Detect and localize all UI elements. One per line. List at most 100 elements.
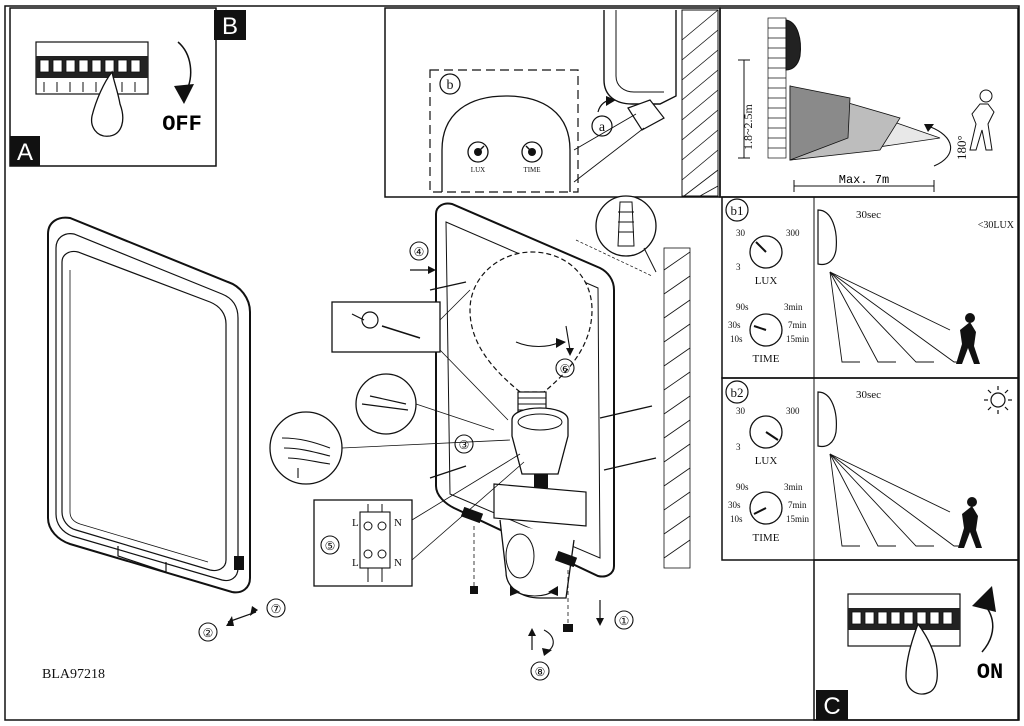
terminal-block-icon xyxy=(359,511,391,569)
holder-base-icon xyxy=(534,474,548,488)
sensor-head-icon xyxy=(627,99,665,131)
step-8: ⑧ xyxy=(535,665,546,679)
wall-section xyxy=(681,9,719,197)
panel-a-tag: A xyxy=(17,139,33,166)
distance-label: Max. 7m xyxy=(839,173,889,187)
b2-time-tick-2: 30s xyxy=(728,500,741,510)
exploded-installation-view: ⑥ ① ⑧ ④ xyxy=(269,195,691,681)
panel-detection-range: 1.8~2.5m 180° Max. 7m xyxy=(719,7,1019,198)
mark-a-circle xyxy=(591,115,613,137)
bulb-icon xyxy=(469,251,593,393)
panel-a-frame xyxy=(9,7,217,167)
lamp-mounted-icon xyxy=(785,19,801,71)
wires-icon xyxy=(281,437,331,478)
panel-b-tag: B xyxy=(222,13,238,40)
b1-time-tick-5: 7min xyxy=(788,320,807,330)
mark-b-circle xyxy=(439,73,461,95)
b1-time-tick-3: 90s xyxy=(736,302,749,312)
panel-b-tag-box xyxy=(214,10,246,40)
brick-wall-icon xyxy=(767,17,787,159)
hand-icon-c xyxy=(905,622,938,695)
model-code: BLA97218 xyxy=(42,667,105,682)
lamp-front-view: BLA97218 ② ⑦ xyxy=(42,216,286,682)
hand-icon xyxy=(90,70,124,137)
arrow-head-icon-c xyxy=(972,586,996,612)
b1-person-icon xyxy=(956,322,980,364)
lamp-side-view xyxy=(603,10,677,105)
terminal-n-bottom: N xyxy=(394,557,402,569)
step-4: ④ xyxy=(414,245,425,259)
b1-lamp-icon xyxy=(817,209,837,266)
lux-dial-label: LUX xyxy=(471,166,485,174)
wall-plug-icon xyxy=(617,201,635,247)
clip-left-icon xyxy=(460,506,484,524)
b2-lux-tick-low: 3 xyxy=(736,442,741,452)
range-frame xyxy=(719,7,1019,198)
panel-c-tag-box xyxy=(816,690,848,720)
sensor-housing xyxy=(441,95,571,192)
b1-time-tick-2: 30s xyxy=(728,320,741,330)
b2-time-tick-4: 3min xyxy=(784,482,803,492)
sun-icon xyxy=(984,386,1012,414)
b2-lux-tick-mid: 30 xyxy=(736,406,746,416)
b1-beams-icon xyxy=(829,271,962,363)
b2-time-tick-5: 7min xyxy=(788,500,807,510)
diffuser-panel xyxy=(61,250,227,572)
circuit-breaker-icon xyxy=(35,41,149,95)
wall-right xyxy=(663,247,691,569)
b2-time-tick-6: 15min xyxy=(786,514,810,524)
on-label: ON xyxy=(977,660,1003,685)
wire-detail xyxy=(269,411,343,485)
panel-c-frame xyxy=(813,559,1019,721)
person-icon xyxy=(969,103,995,151)
wall-hatch xyxy=(681,9,719,197)
sensor-bracket xyxy=(493,483,587,527)
time-dial-label: TIME xyxy=(523,166,540,174)
b2-time-tick-1: 10s xyxy=(730,514,743,524)
b1-lux-tick-high: 300 xyxy=(786,228,800,238)
b2-lux-label: LUX xyxy=(755,455,778,467)
sensor-window-icon xyxy=(234,556,244,570)
b1-lux-label: LUX xyxy=(755,275,778,287)
sensor-detail-frame xyxy=(384,7,721,198)
panel-sensor-detail: b LUX TIME a xyxy=(384,7,721,198)
panel-c-tag: C xyxy=(823,693,840,720)
b1-time-tick-6: 15min xyxy=(786,334,810,344)
b2-lamp-icon xyxy=(817,391,837,448)
screw-bottom-right xyxy=(563,624,573,632)
b2-time-tick-3: 90s xyxy=(736,482,749,492)
off-label: OFF xyxy=(162,112,202,137)
panel-mode-b2: b2 3 30 300 LUX 10s 30s 90s 3min 7min 15… xyxy=(721,377,1019,561)
b2-person-icon xyxy=(958,506,982,548)
step-6: ⑥ xyxy=(560,362,571,376)
beam-near-icon xyxy=(789,85,851,161)
angle-label: 180° xyxy=(954,135,969,160)
b1-tag-circle xyxy=(725,198,749,222)
panel-a-tag-box xyxy=(10,136,40,166)
b1-lux-tick-mid: 30 xyxy=(736,228,746,238)
switch-arrow-icon xyxy=(177,41,192,93)
b2-tag-circle xyxy=(725,380,749,404)
step-5: ⑤ xyxy=(325,539,336,553)
panel-mode-b1: b1 3 30 300 LUX 10s 30s 90s 3min 7min 15… xyxy=(721,196,1019,379)
step-7: ⑦ xyxy=(271,602,282,616)
step-1: ① xyxy=(619,614,630,628)
height-label: 1.8~2.5m xyxy=(741,104,755,150)
terminal-n-top: N xyxy=(394,517,402,529)
b2-lux-tick-high: 300 xyxy=(786,406,800,416)
sweep-arc-icon xyxy=(927,125,952,167)
terminal-l-bottom: L xyxy=(352,557,359,569)
mark-b: b xyxy=(447,78,454,93)
b2-duration: 30sec xyxy=(856,389,881,401)
b2-tag: b2 xyxy=(731,385,744,400)
b1-time-tick-4: 3min xyxy=(784,302,803,312)
b1-tag: b1 xyxy=(731,203,744,218)
b1-lux-tick-low: 3 xyxy=(736,262,741,272)
b1-condition: <30LUX xyxy=(978,220,1015,231)
page-frame xyxy=(4,5,1020,721)
panel-breaker-on: C ON xyxy=(813,559,1019,721)
screw-bottom-left xyxy=(470,586,478,594)
b1-time-tick-1: 10s xyxy=(730,334,743,344)
switch-arrow-icon-c xyxy=(981,603,994,653)
